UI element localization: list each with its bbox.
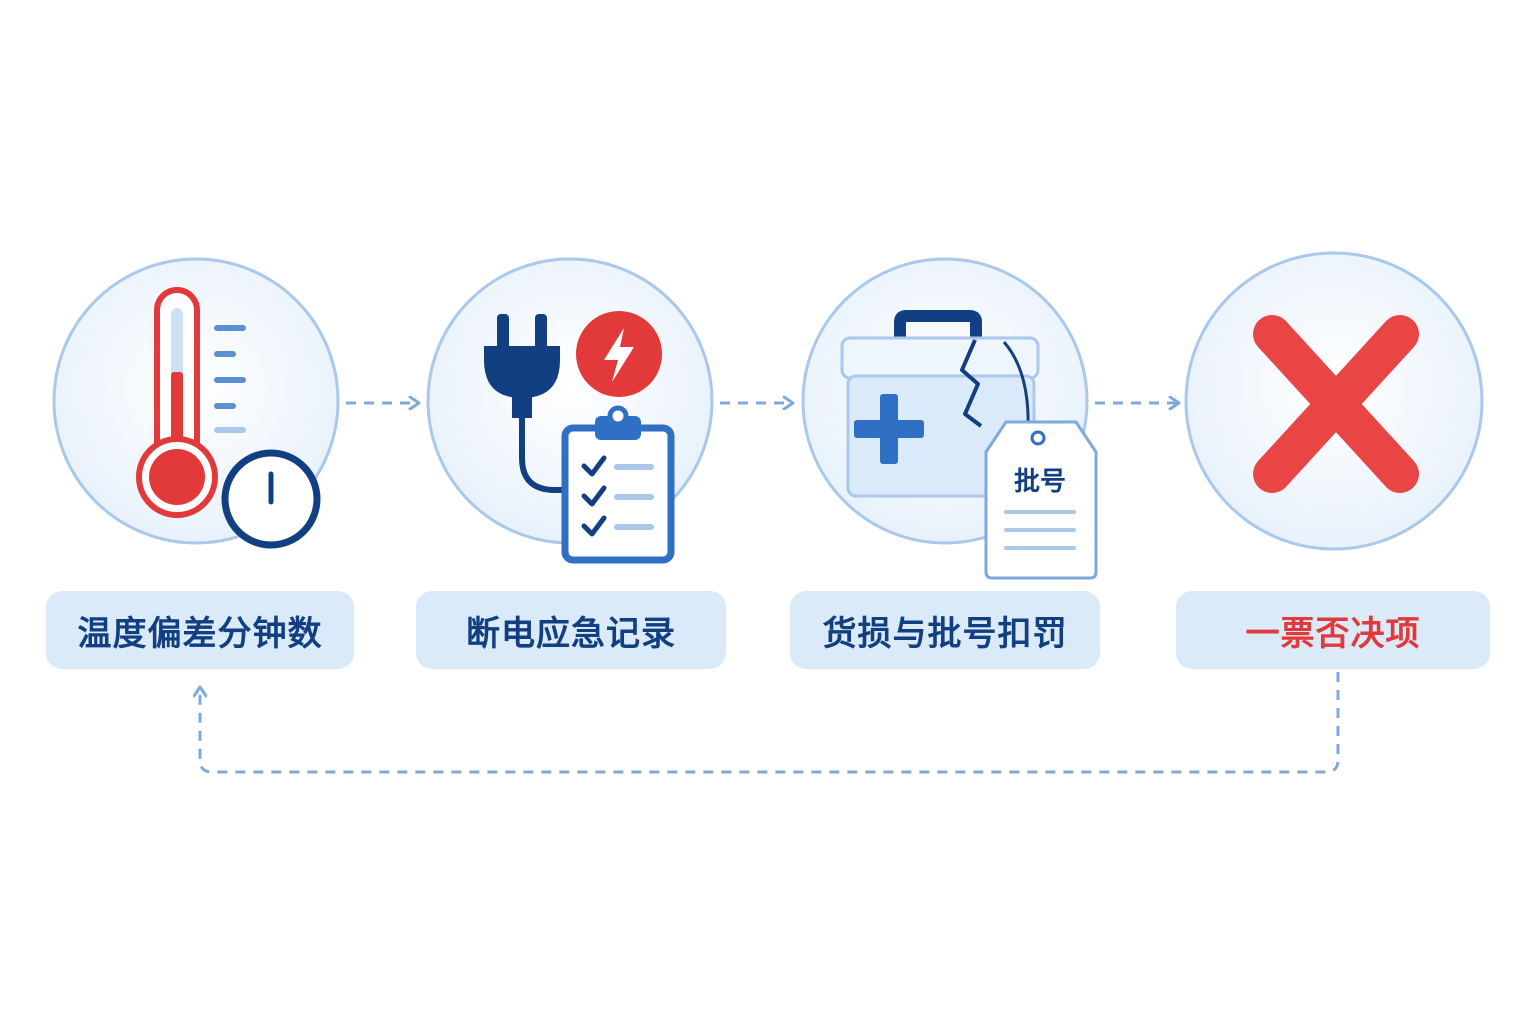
red-x-icon bbox=[1253, 315, 1419, 493]
step-label-4: 一票否决项 bbox=[1176, 591, 1490, 669]
plug-power-clipboard-icon bbox=[484, 311, 675, 564]
step-label-3: 货损与批号扣罚 bbox=[790, 591, 1100, 669]
damaged-medical-box-tag-icon: 批号 bbox=[840, 310, 1098, 580]
step-label-1: 温度偏差分钟数 bbox=[46, 591, 354, 669]
batch-tag-text: 批号 bbox=[1014, 467, 1066, 497]
step-label-2: 断电应急记录 bbox=[416, 591, 726, 669]
feedback-loop-arrow bbox=[200, 672, 1340, 774]
thermometer-clock-icon bbox=[136, 287, 321, 549]
